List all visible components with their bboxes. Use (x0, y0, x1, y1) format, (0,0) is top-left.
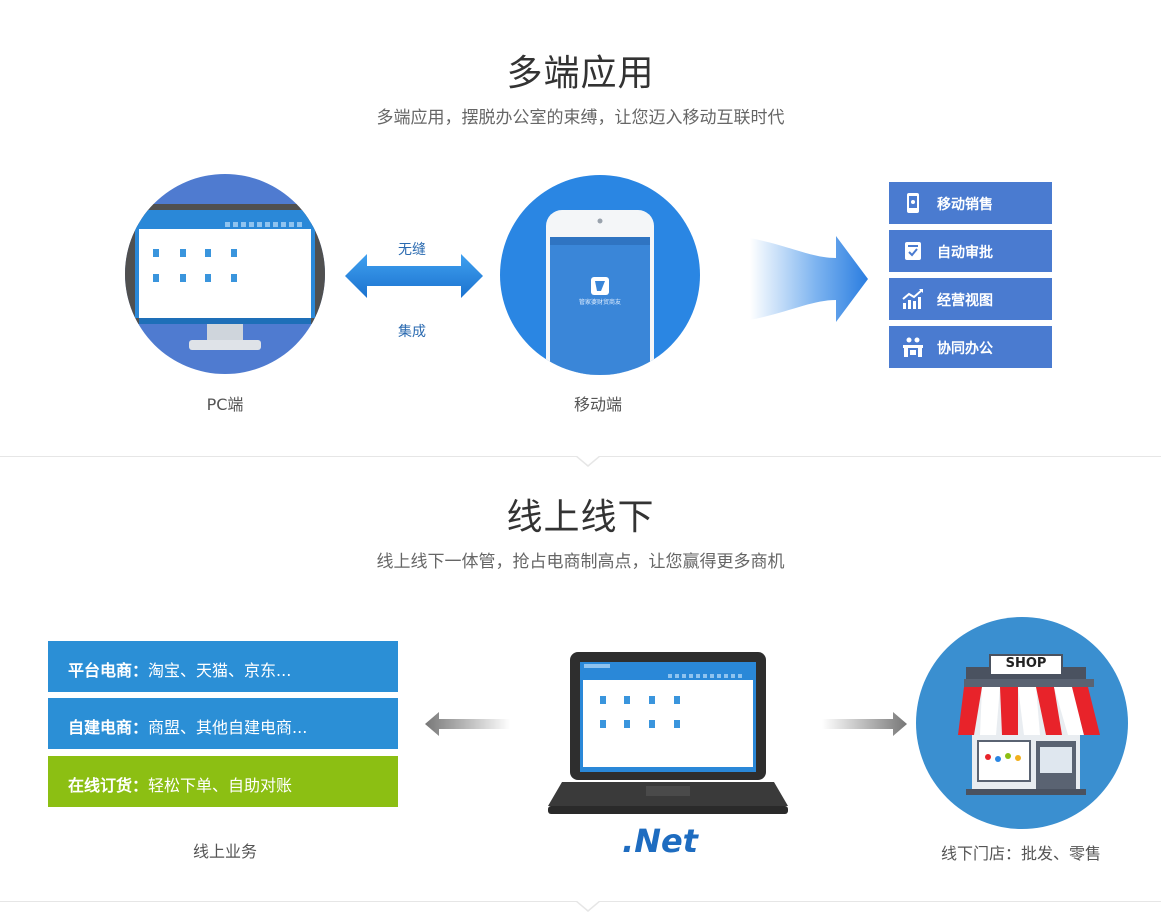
divider-notch-fill (576, 900, 600, 910)
bar-chart-icon (902, 289, 923, 309)
online-caption: 线上业务 (192, 842, 257, 861)
phone-icon (907, 193, 919, 213)
arrow-label-seamless: 无缝 (398, 242, 426, 258)
double-arrow-icon (345, 254, 483, 298)
shop-illustration (916, 617, 1128, 829)
office-icon (903, 337, 923, 357)
offline-caption: 线下门店：批发、零售 (940, 844, 1101, 863)
smartphone-icon (546, 210, 654, 375)
checklist-icon (905, 242, 921, 260)
net-label: .Net (622, 822, 698, 860)
feature-business-view: 经营视图 (889, 278, 1052, 320)
shop-sign: SHOP (1005, 656, 1047, 671)
laptop-icon (548, 652, 788, 814)
feature-auto-approval: 自动审批 (889, 230, 1052, 272)
biz-detail: 商盟、其他自建电商... (148, 718, 308, 737)
monitor-icon (125, 204, 325, 350)
feature-label: 移动销售 (937, 197, 993, 213)
section-title-online-offline: 线上线下 (506, 497, 655, 538)
divider-notch-fill (576, 455, 600, 465)
feature-label: 自动审批 (937, 245, 993, 261)
section-title-multiplatform: 多端应用 (506, 53, 655, 94)
phone-app-name: 管家婆财贸商友 (578, 299, 621, 306)
biz-platform-ecommerce: 平台电商：淘宝、天猫、京东... (48, 641, 398, 692)
biz-detail: 淘宝、天猫、京东... (148, 661, 292, 680)
feature-label: 经营视图 (937, 293, 993, 309)
feature-mobile-sales: 移动销售 (889, 182, 1052, 224)
biz-name: 在线订货： (68, 776, 149, 795)
pc-caption: PC端 (206, 395, 244, 414)
shop-icon (958, 654, 1100, 795)
biz-detail: 轻松下单、自助对账 (148, 776, 293, 795)
biz-name: 自建电商： (68, 718, 149, 737)
biz-own-ecommerce: 自建电商：商盟、其他自建电商... (48, 698, 398, 749)
fan-arrow-icon (750, 236, 868, 322)
pc-illustration (125, 174, 325, 374)
mobile-illustration (500, 175, 700, 375)
section-subtitle-online-offline: 线上线下一体管，抢占电商制高点，让您赢得更多商机 (376, 552, 785, 572)
feature-collaborative-office: 协同办公 (889, 326, 1052, 368)
feature-label: 协同办公 (937, 341, 993, 357)
biz-name: 平台电商： (68, 661, 149, 680)
mobile-caption: 移动端 (573, 395, 622, 414)
biz-online-ordering: 在线订货：轻松下单、自助对账 (48, 756, 398, 807)
section-subtitle-multiplatform: 多端应用，摆脱办公室的束缚，让您迈入移动互联时代 (376, 108, 785, 128)
arrow-label-integrate: 集成 (398, 324, 426, 340)
arrow-right-icon (822, 712, 907, 736)
arrow-left-icon (425, 712, 510, 736)
